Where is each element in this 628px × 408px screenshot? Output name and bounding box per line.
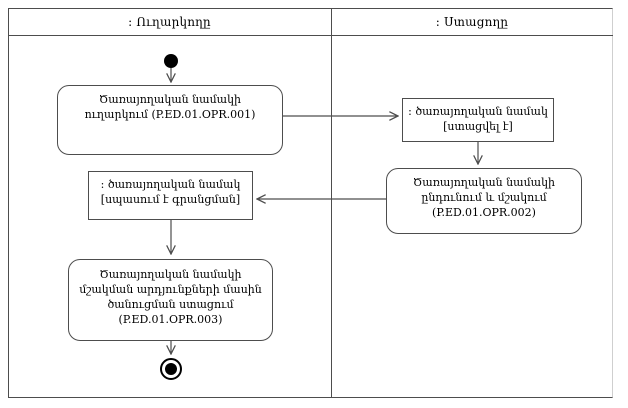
object-node-letter-awaiting-registration: : ծառայողական նամակ [սպասում է գրանցման] (88, 171, 253, 220)
object-node-letter-received-name: : ծառայողական նամակ (408, 105, 548, 118)
header-divider (8, 35, 613, 36)
object-node-letter-received-state: [ստացվել է] (443, 120, 513, 133)
lane-header-receiver: : Ստացողը (331, 9, 613, 35)
diagram-frame (8, 8, 613, 398)
final-node (160, 358, 182, 380)
object-node-letter-awaiting-name: : ծառայողական նամակ (100, 178, 241, 191)
lane-title-receiver-label: : Ստացողը (435, 15, 509, 29)
lane-divider (331, 8, 332, 398)
activity-receive-notification-label: Ծառայողական նամակի մշակման արդյունքների … (79, 268, 262, 326)
final-node-inner (165, 363, 177, 375)
start-node (164, 54, 178, 68)
activity-receive-notification: Ծառայողական նամակի մշակման արդյունքների … (68, 259, 273, 341)
activity-send-letter-label: Ծառայողական նամակի ուղարկում (P.ED.01.OP… (84, 93, 256, 121)
lane-title-sender-label: : Ուղարկողը (128, 15, 211, 29)
activity-receive-process-letter: Ծառայողական նամակի ընդունում և մշակում (… (386, 168, 582, 234)
lane-header-sender: : Ուղարկողը (8, 9, 331, 35)
object-node-letter-received: : ծառայողական նամակ [ստացվել է] (402, 98, 554, 142)
object-node-letter-awaiting-state: [սպասում է գրանցման] (100, 193, 241, 206)
activity-receive-process-letter-label: Ծառայողական նամակի ընդունում և մշակում (… (412, 176, 556, 219)
activity-send-letter: Ծառայողական նամակի ուղարկում (P.ED.01.OP… (57, 85, 283, 155)
